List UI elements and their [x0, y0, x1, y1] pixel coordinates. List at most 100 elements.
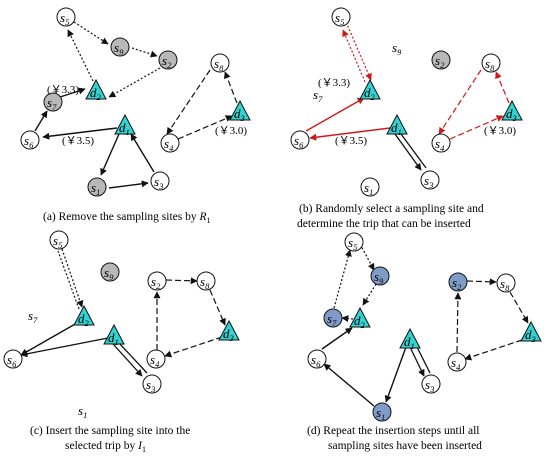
edge-d2-s5 — [67, 29, 94, 82]
svg-text:s8: s8 — [214, 56, 224, 73]
edge-s2-d2 — [108, 67, 161, 98]
site-s2: s2 — [147, 271, 167, 291]
trip-cost-d3: (￥3.0) — [484, 125, 516, 137]
svg-text:s6: s6 — [294, 133, 304, 150]
edge-s8-s4 — [166, 69, 211, 135]
svg-text:s9: s9 — [114, 40, 124, 57]
site-s7-removed: s7 — [43, 92, 63, 112]
svg-text:s9: s9 — [392, 40, 402, 57]
site-s7-unassigned: s7 — [28, 308, 38, 325]
svg-text:d2: d2 — [90, 85, 102, 102]
site-s3: s3 — [420, 170, 440, 190]
edge-s1-s3 — [108, 180, 149, 189]
site-s8: s8 — [210, 53, 230, 73]
caption-b-line2: determine the trip that can be inserted — [297, 218, 471, 230]
site-s8: s8 — [196, 271, 216, 291]
svg-text:s7: s7 — [47, 95, 57, 112]
svg-text:d2: d2 — [364, 85, 376, 102]
panel-a: s5 s9 s2 s7 s6 s1 s3 s8 — [20, 7, 251, 225]
svg-text:s3: s3 — [154, 174, 163, 191]
site-s5: s5 — [49, 230, 69, 250]
edge-d1-s3-a — [394, 133, 422, 171]
edge-d3-s8 — [224, 71, 238, 104]
edge-s7-s5 — [333, 249, 352, 309]
edge-s1-s6 — [323, 363, 375, 407]
svg-text:s4: s4 — [451, 355, 461, 372]
edge-d1-s3-a — [409, 346, 425, 377]
svg-text:s7: s7 — [313, 87, 323, 104]
svg-text:s9: s9 — [374, 269, 384, 286]
edge-s3-d1-b — [118, 342, 148, 374]
svg-text:d2: d2 — [354, 313, 366, 330]
site-s4: s4 — [146, 349, 166, 369]
svg-text:s4: s4 — [435, 136, 445, 153]
site-s7-unassigned: s7 — [313, 87, 323, 104]
site-s4: s4 — [447, 352, 467, 372]
edge-d3-s8-red — [495, 71, 510, 104]
svg-text:d3: d3 — [234, 106, 245, 123]
edge-s8-d3 — [209, 289, 226, 326]
edge-d3-s4 — [164, 336, 223, 358]
depot-d1: d1 — [114, 113, 136, 137]
svg-text:s3: s3 — [146, 377, 155, 394]
edge-d2-s5-red — [342, 29, 366, 83]
depot-d3: d3 — [501, 99, 523, 123]
svg-text:s1: s1 — [78, 403, 87, 420]
site-s9-unassigned: s9 — [392, 40, 402, 57]
edge-s5-d2-a — [61, 248, 84, 308]
panel-d-edges — [321, 243, 529, 407]
edge-s5-s9 — [73, 21, 109, 45]
panel-d: s5 s9 s7 s6 s1 s3 s2 s8 — [307, 232, 542, 452]
caption-b-line1: (b) Randomly select a sampling site and — [299, 203, 484, 215]
svg-text:s7: s7 — [28, 308, 38, 325]
svg-text:s8: s8 — [485, 56, 495, 73]
site-s4: s4 — [160, 133, 180, 153]
svg-text:s2: s2 — [452, 275, 462, 292]
panel-c: s5 s9 s7 s6 s1 s3 s2 s8 s4 — [3, 230, 240, 454]
depot-d1: d1 — [386, 113, 408, 137]
svg-text:s7: s7 — [327, 311, 337, 328]
edge-s3-d1 — [130, 133, 155, 173]
site-s6: s6 — [20, 130, 40, 150]
svg-text:s5: s5 — [348, 235, 357, 252]
edge-d1-s1 — [384, 346, 407, 403]
edge-s4-s2 — [454, 292, 462, 353]
edge-d3-s4 — [464, 339, 523, 361]
edge-s7-d2 — [59, 87, 86, 98]
depot-d2: d2 — [73, 304, 95, 328]
depot-d3: d3 — [520, 320, 542, 344]
site-s8: s8 — [496, 273, 516, 293]
edge-s6-s7 — [34, 110, 48, 132]
depot-d2: d2 — [85, 78, 107, 102]
site-s5: s5 — [56, 7, 76, 27]
svg-text:d1: d1 — [119, 120, 130, 137]
site-s1-inserted: s1 — [372, 402, 392, 422]
site-s5: s5 — [331, 7, 351, 27]
site-s6: s6 — [290, 130, 310, 150]
edge-d2-s7 — [341, 315, 354, 323]
svg-text:d3: d3 — [506, 106, 517, 123]
svg-text:s6: s6 — [24, 133, 34, 150]
svg-text:s4: s4 — [150, 352, 160, 369]
site-s2-inserted: s2 — [448, 272, 468, 292]
site-s2-removed: s2 — [158, 50, 178, 70]
site-s3: s3 — [142, 374, 162, 394]
edge-s6-d2-red — [305, 97, 365, 132]
edge-s9-d2 — [362, 283, 377, 306]
site-s8: s8 — [481, 53, 501, 73]
edge-d1-s1 — [100, 133, 120, 176]
trip-cost-d1: (￥3.5) — [335, 135, 367, 147]
site-s1-removed: s1 — [87, 177, 107, 197]
svg-text:s2: s2 — [151, 274, 161, 291]
edge-s3-d1-b — [415, 344, 431, 374]
site-s6: s6 — [3, 349, 23, 369]
svg-text:s8: s8 — [200, 274, 210, 291]
svg-text:s5: s5 — [335, 10, 344, 27]
caption-d-line1: (d) Repeat the insertion steps until all — [307, 425, 479, 437]
svg-text:s1: s1 — [364, 180, 373, 197]
site-s9-removed: s9 — [110, 37, 130, 57]
depot-d2: d2 — [349, 306, 371, 330]
svg-text:s2: s2 — [162, 53, 172, 70]
caption-c-line1: (c) Insert the sampling site into the — [30, 425, 190, 437]
edge-s6-d2 — [321, 327, 353, 350]
